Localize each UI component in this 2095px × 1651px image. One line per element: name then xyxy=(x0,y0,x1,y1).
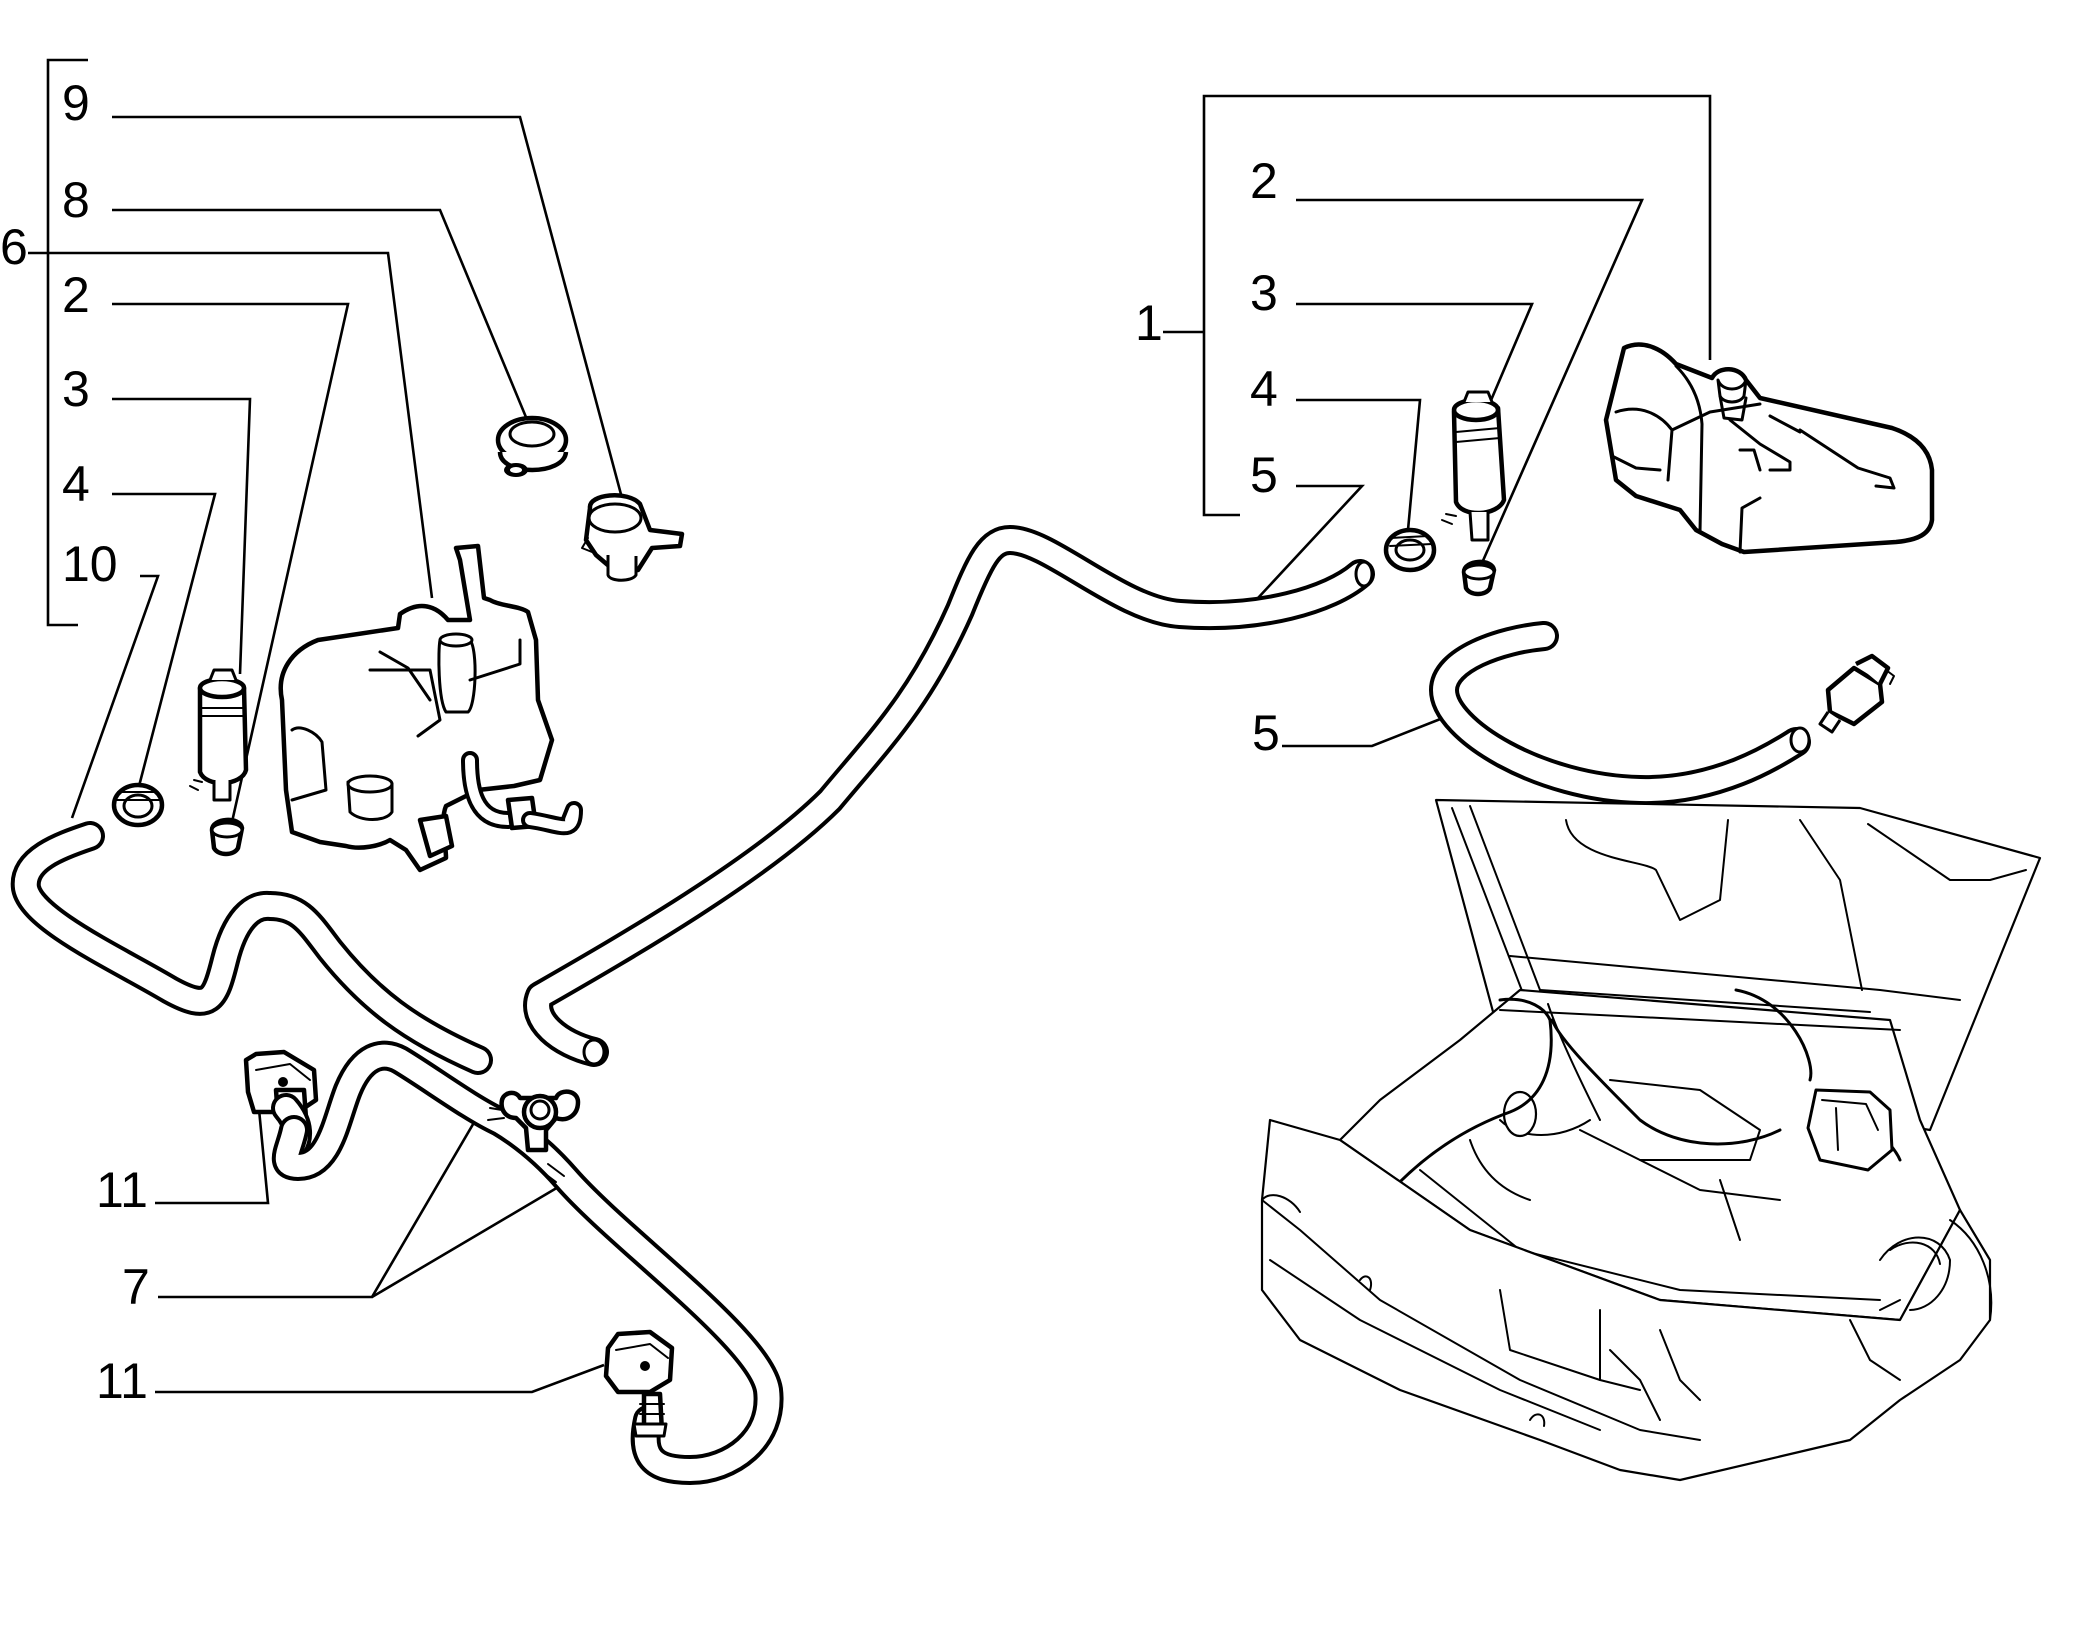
part-2-left-grommet xyxy=(209,817,245,857)
right-group-bracket xyxy=(1202,94,1712,517)
part-6-left-reservoir xyxy=(278,543,583,873)
right-leader-lines xyxy=(1163,198,1644,748)
callout-3-right: 3 xyxy=(1250,265,1278,321)
part-8-grommet xyxy=(495,415,569,477)
callout-10: 10 xyxy=(62,536,118,592)
callout-2-left: 2 xyxy=(62,267,90,323)
part-4-right-clamp xyxy=(1383,527,1437,573)
callout-4-left: 4 xyxy=(62,456,90,512)
part-3-right-pump xyxy=(1441,390,1507,542)
part-3-left-pump xyxy=(189,668,249,802)
left-leader-lines xyxy=(28,115,632,1394)
callout-11-top: 11 xyxy=(96,1162,148,1218)
left-callouts: 9 8 6 2 3 4 10 11 7 11 xyxy=(0,75,150,1409)
callout-9: 9 xyxy=(62,75,90,131)
callout-8: 8 xyxy=(62,172,90,228)
callout-2-right: 2 xyxy=(1250,153,1278,209)
callout-5-top: 5 xyxy=(1250,447,1278,503)
part-2-right-grommet xyxy=(1461,559,1497,597)
center-long-hose xyxy=(523,525,1375,1067)
part-1-right-reservoir xyxy=(1603,342,1935,555)
callout-7: 7 xyxy=(122,1259,150,1315)
part-7-hose-and-valve xyxy=(271,1040,784,1485)
left-group-bracket xyxy=(46,58,88,627)
callout-5-bottom: 5 xyxy=(1252,705,1280,761)
callout-4-right: 4 xyxy=(1250,361,1278,417)
right-callouts: 2 3 1 4 5 5 xyxy=(1135,153,1280,761)
part-10-left-hose xyxy=(10,821,493,1075)
part-4-left-clamp xyxy=(111,782,165,828)
callout-1: 1 xyxy=(1135,295,1163,351)
part-9-filler-cap xyxy=(581,493,685,582)
callout-6: 6 xyxy=(0,219,28,275)
part-5-bottom-hose xyxy=(1429,621,1811,806)
callout-3-left: 3 xyxy=(62,361,90,417)
right-washer-nozzle xyxy=(1818,653,1895,734)
car-rear-trunk-illustration xyxy=(1260,798,2042,1482)
callout-11-bottom: 11 xyxy=(96,1353,148,1409)
part-11-bottom-nozzle xyxy=(603,1329,675,1438)
